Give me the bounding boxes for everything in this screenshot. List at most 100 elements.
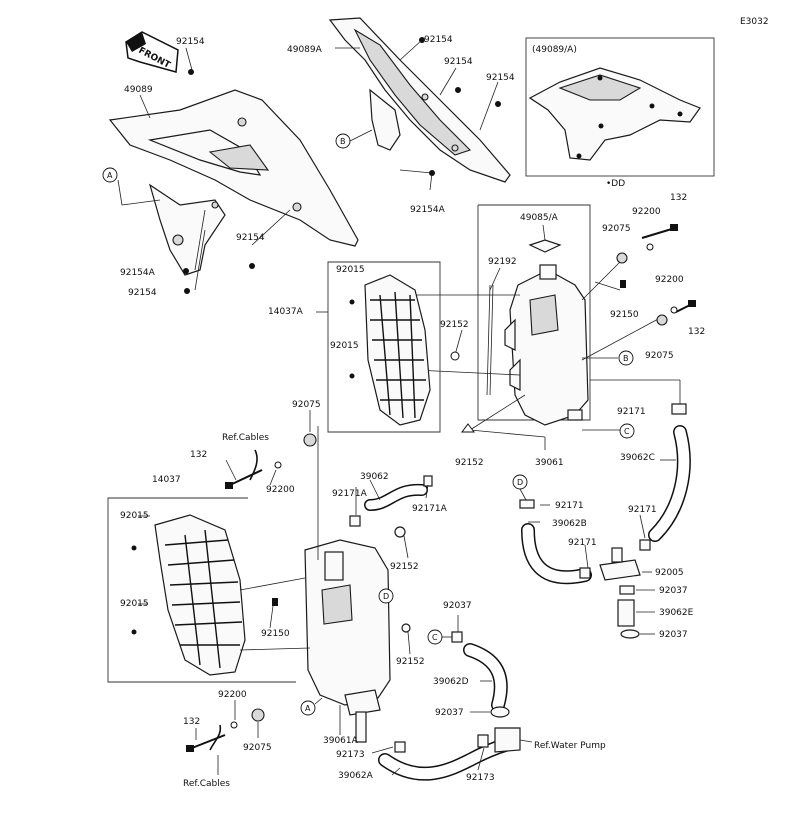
bolt-icon (450, 351, 460, 361)
leader-lines-hoses-right (528, 504, 655, 635)
bolt-132-icon (641, 224, 678, 239)
clamp-icon (579, 567, 591, 579)
radiator-right-frame (477, 204, 591, 421)
callout-c-label: C (624, 427, 630, 436)
part-label: 49089 (124, 85, 153, 95)
part-label: 92037 (659, 586, 688, 596)
part-label: 92015 (120, 511, 149, 521)
part-label: 39062E (659, 608, 694, 618)
hose-39062B (521, 523, 592, 585)
bolt-132-icon (186, 734, 226, 752)
inset-box (525, 37, 715, 177)
part-label: 92171A (412, 504, 448, 514)
clamp-icon (671, 403, 687, 415)
leader-lines-upper-right-shroud (335, 39, 499, 191)
part-label: 14037A (268, 307, 304, 317)
grommet-icon (251, 708, 265, 722)
part-label: 39062B (552, 519, 587, 529)
bolt-icon (429, 170, 435, 176)
clamp-icon (620, 629, 640, 639)
bolt-icon (272, 598, 278, 606)
radiator-right (486, 239, 589, 426)
part-label: 92171 (568, 538, 597, 548)
radiator-shroud-right (328, 17, 511, 183)
part-label: 92150 (610, 310, 639, 320)
part-label: 14037 (152, 475, 181, 485)
washer-icon (230, 721, 238, 729)
leader-line (239, 577, 306, 591)
part-label: 92075 (243, 743, 272, 753)
part-label: 92173 (466, 773, 495, 783)
clamp-icon (490, 706, 510, 718)
part-label: 132 (183, 717, 200, 727)
bolt-132-icon (225, 469, 263, 489)
leader-line (239, 647, 311, 651)
part-label: 92015 (330, 341, 359, 351)
callout-b (618, 350, 634, 366)
part-label: Ref.Cables (222, 433, 269, 443)
part-label: 92171 (617, 407, 646, 417)
part-label: 92152 (396, 657, 425, 667)
screw-icon (349, 299, 355, 305)
grille-lower-frame (107, 497, 296, 683)
screw-icon (131, 629, 137, 635)
bolt-icon (419, 37, 425, 43)
part-label: 92150 (261, 629, 290, 639)
bolt-icon (249, 263, 255, 269)
part-label: 92171 (555, 501, 584, 511)
callout-c (619, 423, 635, 439)
hose-39062C (648, 425, 691, 542)
part-label: 92200 (632, 207, 661, 217)
bolt-icon (461, 423, 475, 433)
joint-92005 (599, 547, 641, 581)
part-label: 92152 (455, 458, 484, 468)
callout-a-label: A (305, 704, 311, 713)
hose-39062 (364, 483, 428, 511)
part-label: 92171 (628, 505, 657, 515)
part-label: 92075 (602, 224, 631, 234)
bolt-132-icon (675, 300, 696, 313)
part-label: 92154 (128, 288, 157, 298)
part-label: 92154 (486, 73, 515, 83)
callout-a-label: A (107, 171, 113, 180)
clamp-icon (423, 475, 433, 487)
part-label: 92015 (336, 265, 365, 275)
part-label: 92037 (443, 601, 472, 611)
clamp-icon (349, 515, 361, 527)
part-label: 92171A (332, 489, 368, 499)
part-label: 39061A (323, 736, 359, 746)
part-label: 39062 (360, 472, 389, 482)
part-label: 39062A (338, 771, 374, 781)
part-label: 92192 (488, 257, 517, 267)
callout-d (378, 588, 394, 604)
part-label: 92037 (659, 630, 688, 640)
part-label: 132 (688, 327, 705, 337)
cable-clip-icon (209, 724, 222, 751)
washer-icon (274, 461, 282, 469)
bolt-icon (620, 280, 626, 288)
inset-note: •DD (606, 179, 625, 189)
page-code: E3032 (740, 17, 769, 27)
radiator-shroud (108, 89, 359, 276)
part-label: 92200 (266, 485, 295, 495)
grommet-icon (616, 252, 628, 264)
part-label: 39061 (535, 458, 564, 468)
part-label: 92075 (292, 400, 321, 410)
part-label: 92075 (645, 351, 674, 361)
leader-lines-shroud (117, 47, 291, 291)
radiator-left (304, 526, 411, 743)
callout-a (102, 167, 118, 183)
clamp-icon (477, 734, 489, 748)
clamp-icon (619, 585, 635, 595)
part-label: 49085/A (520, 213, 559, 223)
clamp-icon (451, 631, 463, 643)
part-label: 92152 (440, 320, 469, 330)
hose-39062D (463, 643, 508, 712)
clamp-icon (639, 539, 651, 551)
part-label: 92152 (390, 562, 419, 572)
part-label: Ref.Water Pump (534, 741, 606, 751)
part-label: 92154 (236, 233, 265, 243)
bolt-icon (455, 87, 461, 93)
